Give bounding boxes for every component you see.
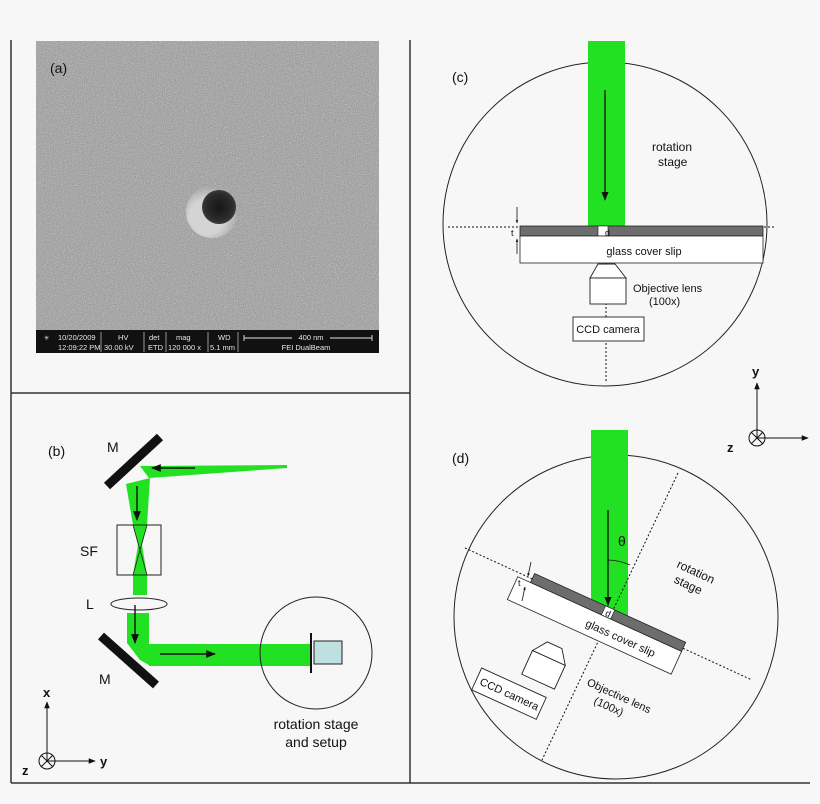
panel-a-label: (a) xyxy=(50,60,67,76)
mirror-top xyxy=(103,433,164,490)
panel-d-theta-arc xyxy=(607,559,631,566)
sem-logo: ✳ xyxy=(44,335,49,342)
panel-b-axis-y-label: y xyxy=(100,754,108,769)
panel-c-stage-label-line1: rotation xyxy=(652,140,692,154)
panel-c-metal-film xyxy=(519,225,764,237)
into-page-icon xyxy=(38,752,56,770)
panel-b-beam-arrows xyxy=(131,464,216,658)
spatial-filter xyxy=(116,524,162,576)
into-page-icon-cd xyxy=(748,429,766,447)
panel-d-thickness-marker: t xyxy=(518,561,532,602)
sem-det-value: ETD xyxy=(148,343,164,352)
panel-b-axes: x y z xyxy=(22,685,108,778)
lens xyxy=(110,597,168,611)
panel-d-diameter-label: d xyxy=(604,608,613,619)
sem-mag-value: 120 000 x xyxy=(168,343,201,352)
panel-b-laser-beam xyxy=(126,465,311,666)
sem-wd-value: 5.1 mm xyxy=(210,343,235,352)
sem-info-bar: ✳ 10/20/2009 12:09:22 PM HV 30.00 kV det… xyxy=(36,330,379,353)
sem-det-label: det xyxy=(149,333,160,342)
setup-sample-box xyxy=(313,640,343,665)
panel-b-axis-x-label: x xyxy=(43,685,51,700)
mirror-top-label: M xyxy=(107,439,119,455)
panel-c-thickness-marker: t xyxy=(511,207,519,254)
panel-d-laser-beam xyxy=(591,430,628,620)
sem-hv-label: HV xyxy=(118,333,128,342)
sem-mag-label: mag xyxy=(176,333,191,342)
panel-d-stage-label: rotation stage xyxy=(672,557,717,598)
setup-label-line2: and setup xyxy=(285,734,347,750)
panel-c-objective-lens xyxy=(589,263,627,305)
panel-c-ccd-camera-label: CCD camera xyxy=(576,324,640,336)
panel-c-glass-cover-slip xyxy=(519,235,764,264)
panel-b-axis-z-label: z xyxy=(22,763,29,778)
panel-c-label: (c) xyxy=(452,69,468,85)
panel-c-ccd-camera-box xyxy=(572,316,645,342)
panel-c-objective-label-line1: Objective lens xyxy=(633,283,703,295)
panel-d-label: (d) xyxy=(452,450,469,466)
panel-d-objective-lens xyxy=(521,641,566,690)
panel-a: (a) ✳ 10/20/2009 12:09:22 PM HV 30.00 kV… xyxy=(36,41,379,353)
panel-d-sample-stack: glass cover slip d Objective lens (100x)… xyxy=(471,572,687,720)
panel-d-glass-cover-slip xyxy=(506,576,683,675)
panel-d-theta-label: θ xyxy=(618,533,626,549)
panel-c-cover-slip-label: glass cover slip xyxy=(606,246,681,258)
mirror-bottom xyxy=(98,632,159,689)
panel-c-stage-label-line2: stage xyxy=(658,155,688,169)
sem-time: 12:09:22 PM xyxy=(58,343,101,352)
sem-wd-label: WD xyxy=(218,333,231,342)
sem-date: 10/20/2009 xyxy=(58,333,96,342)
mirror-bottom-label: M xyxy=(99,671,111,687)
panel-d: θ glass cover slip d Objective lens (100… xyxy=(452,430,779,780)
spatial-filter-label: SF xyxy=(80,543,98,559)
axes-cd-z-label: z xyxy=(727,440,734,455)
lens-label: L xyxy=(86,596,94,612)
panel-b: (b) xyxy=(22,433,373,778)
sem-scale-label: 400 nm xyxy=(298,333,323,342)
frame-lines xyxy=(10,40,810,784)
panel-cd-axes: y z xyxy=(727,364,809,455)
panel-d-thickness-label: t xyxy=(518,578,521,588)
sem-image-noise xyxy=(36,41,379,330)
sem-hv-value: 30.00 kV xyxy=(104,343,134,352)
panel-b-label: (b) xyxy=(48,443,65,459)
panel-c: glass cover slip t d Objective lens (100… xyxy=(442,41,776,387)
panel-d-ccd-camera-box xyxy=(471,667,547,720)
axes-cd-y-label: y xyxy=(752,364,760,379)
panel-d-tilted-vertical-axis xyxy=(541,472,679,761)
sem-instrument: FEI DualBeam xyxy=(282,343,331,352)
panel-c-thickness-label: t xyxy=(511,228,514,238)
rotation-stage-setup-circle xyxy=(259,596,373,710)
sem-nanohole xyxy=(202,190,236,224)
panel-c-diameter-label: d xyxy=(605,228,610,238)
panel-c-laser-beam xyxy=(588,41,625,228)
setup-label-line1: rotation stage xyxy=(274,716,359,732)
panel-c-objective-label-line2: (100x) xyxy=(649,296,680,308)
